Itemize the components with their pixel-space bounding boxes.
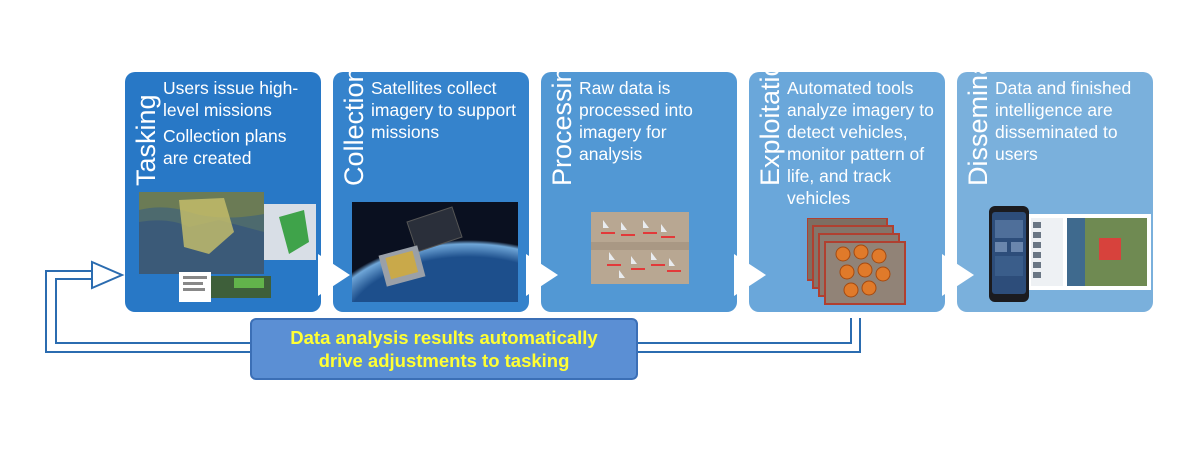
stage-title: Processing	[547, 72, 577, 186]
satellite-image	[352, 202, 518, 302]
flow-arrow-icon	[526, 254, 558, 296]
stage-title: Collection	[339, 72, 369, 186]
stage-description: Satellites collect imagery to support mi…	[371, 77, 523, 143]
stage-description: Automated tools analyze imagery to detec…	[787, 77, 939, 209]
detection-stack-image	[807, 218, 906, 305]
stage-tasking: Tasking Users issue high-level missions …	[125, 72, 321, 312]
stage-line: Collection plans are created	[163, 126, 287, 168]
stage-dissemination: Dissemination Data and finished intellig…	[957, 72, 1153, 312]
app-screenshots-image	[989, 206, 1151, 302]
stage-line: Automated tools analyze imagery to detec…	[787, 78, 934, 208]
flow-arrow-icon	[942, 254, 974, 296]
callout-line: drive adjustments to tasking	[318, 350, 570, 371]
flow-arrow-icon	[318, 254, 350, 296]
feedback-callout: Data analysis results automatically driv…	[250, 318, 638, 380]
stage-line: Satellites collect imagery to support mi…	[371, 78, 516, 142]
map-screenshot-image	[139, 192, 316, 302]
stage-collection: Collection Satellites collect imagery to…	[333, 72, 529, 312]
callout-line: Data analysis results automatically	[290, 327, 598, 348]
stage-line: Raw data is processed into imagery for a…	[579, 78, 693, 164]
flow-arrow-icon	[734, 254, 766, 296]
stage-line: Users issue high-level missions	[163, 78, 299, 120]
stage-title: Exploitation	[755, 72, 785, 186]
stage-description: Data and finished intelligence are disse…	[995, 77, 1147, 165]
stage-title: Tasking	[131, 94, 161, 186]
stage-description: Raw data is processed into imagery for a…	[579, 77, 731, 165]
airfield-image	[591, 212, 689, 284]
stage-description: Users issue high-level missions Collecti…	[163, 77, 315, 169]
stage-title: Dissemination	[963, 72, 993, 186]
stage-exploitation: Exploitation Automated tools analyze ima…	[749, 72, 945, 312]
stage-line: Data and finished intelligence are disse…	[995, 78, 1132, 164]
stage-processing: Processing Raw data is processed into im…	[541, 72, 737, 312]
